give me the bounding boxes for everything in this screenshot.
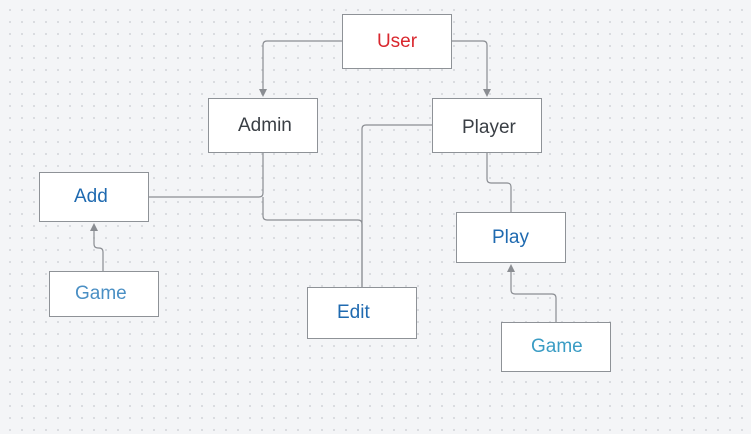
connector-admin-edit xyxy=(262,197,363,287)
node-edit[interactable]: Edit xyxy=(307,287,417,339)
node-game-player[interactable]: Game xyxy=(501,322,611,372)
node-play[interactable]: Play xyxy=(456,212,566,263)
connector-user-admin xyxy=(259,40,342,97)
node-user[interactable]: User xyxy=(342,14,452,69)
node-user-label: User xyxy=(376,30,418,52)
connector-player-edit xyxy=(361,124,432,287)
connector-admin-add xyxy=(149,153,264,198)
connector-user-player xyxy=(452,40,491,97)
node-game-admin-label: Game xyxy=(75,283,127,304)
node-admin[interactable]: Admin xyxy=(208,98,318,153)
node-game-admin[interactable]: Game xyxy=(49,271,159,317)
connector-player-play xyxy=(486,153,512,212)
node-edit-label: Edit xyxy=(337,302,370,323)
node-player-label: Player xyxy=(462,116,516,138)
node-game-player-label: Game xyxy=(531,336,583,357)
node-player[interactable]: Player xyxy=(432,98,542,153)
node-add-label: Add xyxy=(74,186,108,207)
connector-game-add xyxy=(90,223,104,271)
connector-game-play xyxy=(507,264,557,322)
node-add[interactable]: Add xyxy=(39,172,149,222)
node-admin-label: Admin xyxy=(238,114,292,136)
node-play-label: Play xyxy=(492,226,529,248)
